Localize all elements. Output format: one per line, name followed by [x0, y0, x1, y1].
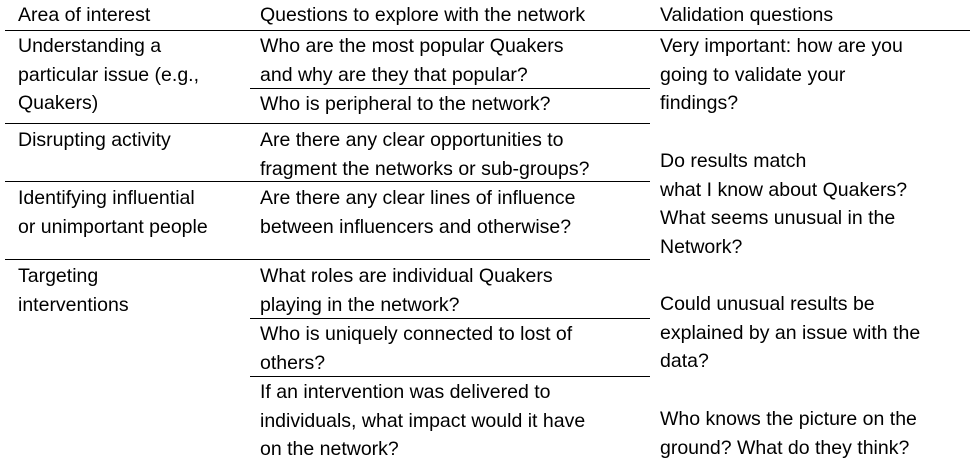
question-fragment: Are there any clear opportunities to fra… [260, 129, 590, 180]
header-questions: Questions to explore with the network [260, 4, 586, 26]
question-divider [250, 318, 650, 319]
row-area-understanding: Understanding a particular issue (e.g., … [18, 35, 199, 115]
header-area-of-interest: Area of interest [18, 4, 151, 26]
validation-results-match: Do results match what I know about Quake… [660, 150, 908, 258]
row-divider [5, 181, 650, 182]
question-divider [250, 88, 650, 89]
row-divider [5, 259, 650, 260]
header-divider [5, 30, 970, 31]
question-divider [250, 376, 650, 377]
validation-unusual-results: Could unusual results be explained by an… [660, 293, 921, 373]
question-intervention-impact: If an intervention was delivered to indi… [260, 381, 586, 461]
validation-picture-on-ground: Who knows the picture on the ground? Wha… [660, 408, 917, 459]
row-divider [5, 123, 650, 124]
header-validation: Validation questions [660, 4, 834, 26]
question-popular-quakers: Who are the most popular Quakers and why… [260, 35, 564, 86]
question-roles: What roles are individual Quakers playin… [260, 265, 553, 316]
row-area-disrupting: Disrupting activity [18, 129, 171, 151]
validation-important: Very important: how are you going to val… [660, 35, 903, 115]
row-area-targeting: Targeting interventions [18, 265, 129, 316]
row-area-identifying: Identifying influential or unimportant p… [18, 187, 208, 238]
question-lines-of-influence: Are there any clear lines of influence b… [260, 187, 576, 238]
question-uniquely-connected: Who is uniquely connected to lost of oth… [260, 323, 573, 374]
question-peripheral: Who is peripheral to the network? [260, 93, 551, 115]
